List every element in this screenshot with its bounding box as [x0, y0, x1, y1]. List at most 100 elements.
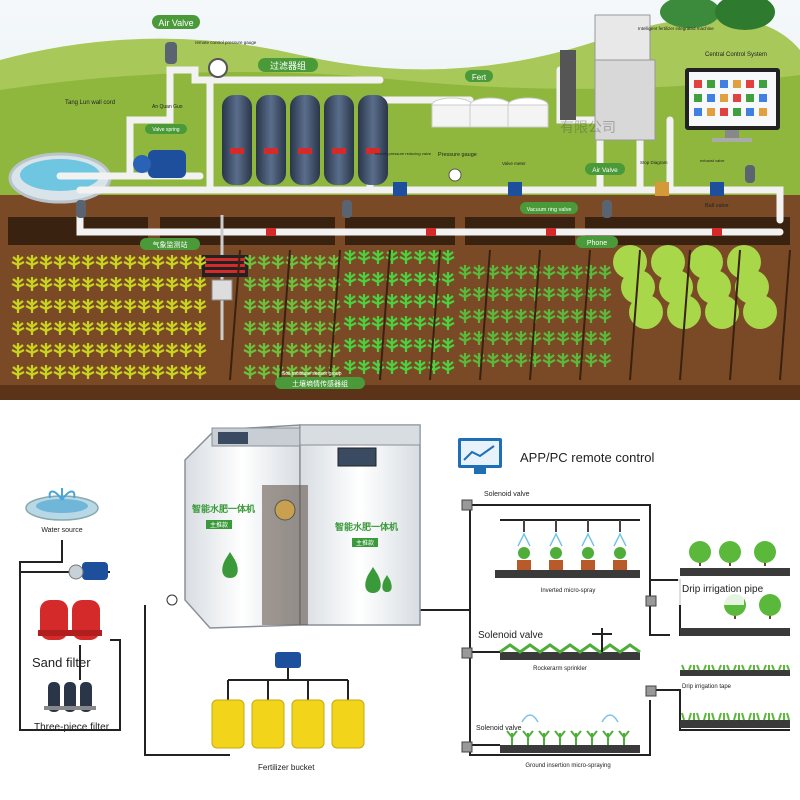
machine-name-left: 智能水肥一体机	[192, 503, 255, 514]
crop-plant	[243, 299, 257, 313]
crop-plant	[299, 321, 313, 335]
soil-bed	[500, 745, 640, 753]
crop-plant	[95, 343, 109, 357]
grass-blade	[771, 712, 775, 721]
crop-plant	[299, 343, 313, 357]
flower-pot	[613, 560, 627, 570]
grass-blade	[703, 664, 707, 671]
dashboard-icon	[759, 108, 767, 116]
crop-plant	[11, 343, 25, 357]
machine-sub-left: 主推款	[210, 521, 228, 529]
crop-plant	[413, 360, 427, 374]
crop-plant	[151, 343, 165, 357]
rocker-sprinkler-zone: Rockerarm sprinkler	[499, 628, 641, 672]
crop-plant	[514, 309, 528, 323]
drip-line	[479, 249, 491, 381]
sand-filter: Sand filter	[32, 600, 102, 670]
solenoid-valve-icon	[645, 685, 657, 697]
crop-plant	[500, 287, 514, 301]
crop-plant	[556, 331, 570, 345]
crop-plant	[313, 299, 327, 313]
soil-bed	[680, 720, 790, 728]
label-sand-filter: Sand filter	[32, 655, 91, 670]
grass-blade	[726, 664, 730, 671]
ground-plant	[506, 730, 518, 745]
crop-plant	[570, 309, 584, 323]
crop-plant	[343, 338, 357, 352]
drip-line	[279, 249, 291, 381]
crop-plant	[123, 365, 137, 379]
crop-plant	[598, 309, 612, 323]
crop-plant	[67, 321, 81, 335]
label-drip-pipe: Drip irrigation pipe	[682, 584, 764, 595]
crop-plant	[11, 255, 25, 269]
crop-plant	[584, 287, 598, 301]
grass-blade	[741, 712, 745, 721]
label-ground-micro-spray: Ground insertion micro-spraying	[525, 763, 610, 769]
crop-plant	[299, 277, 313, 291]
drip-line	[779, 249, 791, 381]
crop-plant	[137, 365, 151, 379]
crop-plant	[385, 272, 399, 286]
grass-blade	[696, 664, 700, 671]
crop-plant	[343, 316, 357, 330]
grass-blade	[741, 664, 745, 671]
dashboard-icon	[720, 94, 728, 102]
drip-line	[629, 249, 641, 381]
label-ball-valve: Ball valve	[705, 203, 729, 209]
crop-plant	[514, 265, 528, 279]
filter-tank	[358, 95, 388, 185]
crop-plant	[179, 255, 193, 269]
drip-line	[579, 249, 591, 381]
solenoid-valve-icon	[645, 595, 657, 607]
crop-plant	[285, 365, 299, 379]
potted-plant	[518, 547, 530, 559]
crop-plant	[193, 321, 207, 335]
ground-plant	[618, 730, 630, 745]
grass-blade	[748, 664, 752, 671]
crop-plant	[243, 343, 257, 357]
filter-tank	[324, 95, 354, 185]
crop-plant	[514, 353, 528, 367]
label-tang-lun: Tang Lun wall cord	[65, 100, 115, 106]
crop-plant	[165, 365, 179, 379]
grass-blade	[778, 712, 782, 721]
crop-plant	[472, 309, 486, 323]
dashboard-icon	[759, 80, 767, 88]
solenoid-valve-icon	[461, 499, 473, 511]
crop-plant	[25, 365, 39, 379]
crop-plant	[53, 343, 67, 357]
label-filter-group: 过滤器组	[270, 60, 306, 71]
tree-canopy	[689, 541, 711, 563]
dashboard-icon	[746, 108, 754, 116]
crop-plant	[151, 299, 165, 313]
pipe-lines	[19, 504, 790, 756]
dashboard-icon	[733, 80, 741, 88]
dashboard-icon	[707, 80, 715, 88]
grass-blade	[748, 712, 752, 721]
crop-plant	[11, 277, 25, 291]
grass-blade	[786, 712, 790, 721]
top-labels: Air Valve remote control pressure gauge …	[65, 15, 767, 389]
ground-micro-spray-zone: Ground insertion micro-spraying	[500, 714, 640, 769]
crop-plant	[441, 316, 455, 330]
grass-blade	[718, 664, 722, 671]
tree-canopy	[759, 594, 781, 616]
inverted-micro-spray-zone: Inverted micro-spray	[495, 520, 640, 594]
flower-pot	[549, 560, 563, 570]
grass-blade	[733, 712, 737, 721]
label-drip-tape: Drip irrigation tape	[682, 684, 732, 690]
crop-plant	[95, 255, 109, 269]
crop-plant	[427, 250, 441, 264]
crop-plant	[285, 277, 299, 291]
pressure-gauge-icon	[274, 499, 296, 521]
crop-plant	[109, 255, 123, 269]
grass-blade	[688, 712, 692, 721]
crop-plant	[385, 294, 399, 308]
grass-blade	[771, 664, 775, 671]
spray-mist-icon	[581, 532, 595, 547]
pressure-gauge-icon	[448, 168, 462, 182]
app-pc-remote: APP/PC remote control	[458, 438, 654, 474]
machine-screen	[337, 447, 377, 467]
